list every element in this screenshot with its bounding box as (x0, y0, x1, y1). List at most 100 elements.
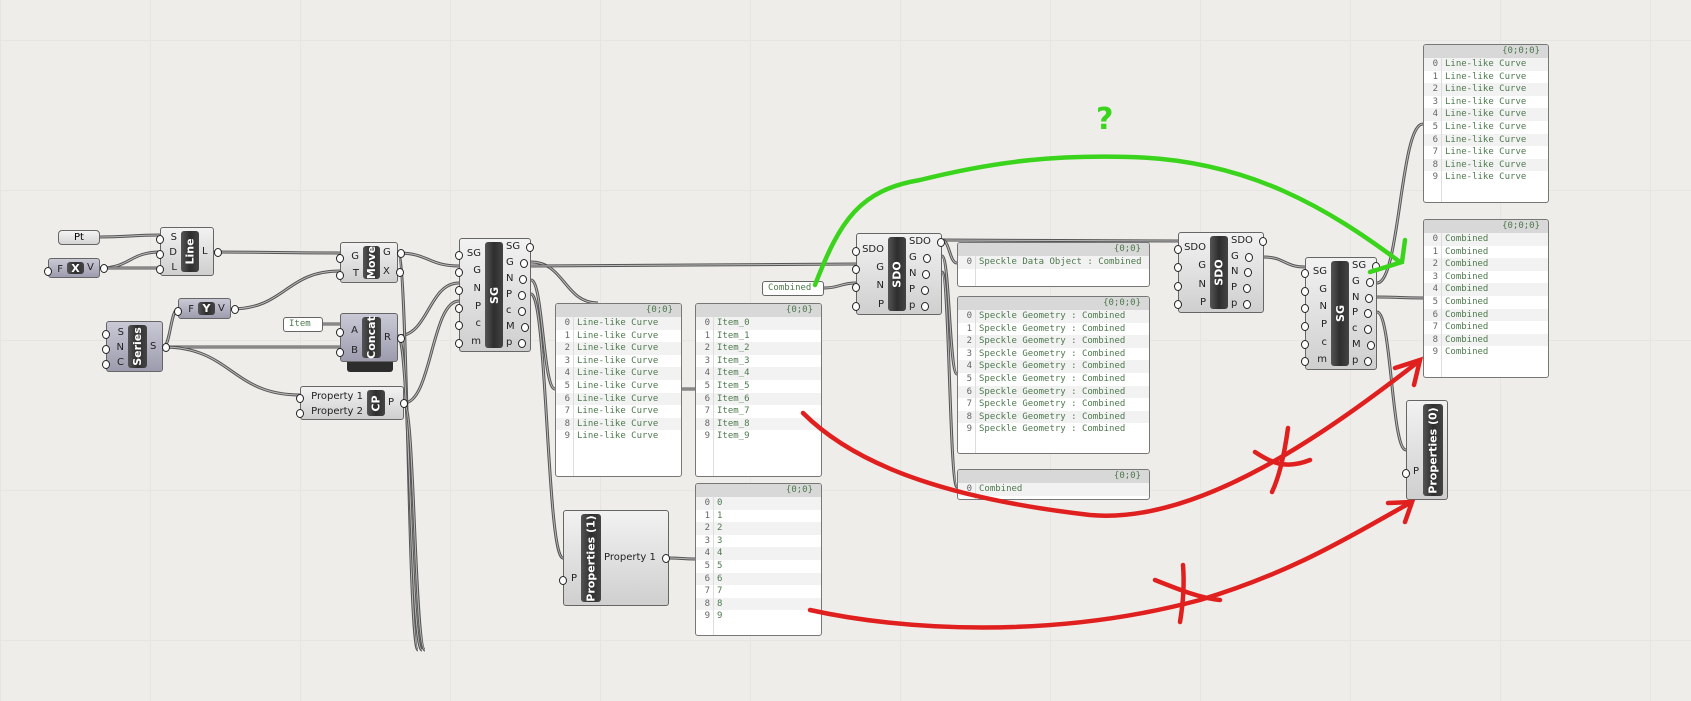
line-input-2[interactable]: L (171, 261, 177, 273)
sdo1-output-4[interactable]: p (909, 300, 931, 311)
sdo2-output-2[interactable]: N (1231, 266, 1254, 278)
input-grip-icon[interactable] (156, 249, 164, 259)
input-grip-icon[interactable] (336, 253, 344, 263)
sg1-input-3[interactable]: P (474, 300, 481, 312)
input-grip-icon[interactable] (559, 575, 567, 585)
sg2-input-5[interactable]: m (1317, 354, 1327, 366)
combined-text-panel[interactable]: Combined (762, 281, 824, 296)
sdo1-output-1[interactable]: G (909, 252, 931, 263)
sdo1-output-0[interactable]: SDO (909, 236, 945, 247)
input-grip-icon[interactable] (1174, 299, 1182, 309)
input-grip-icon[interactable] (455, 285, 463, 295)
input-grip-icon[interactable] (44, 266, 52, 276)
sg2-output-1[interactable]: G (1352, 275, 1374, 287)
props1-output-0[interactable]: Property 1 (604, 552, 670, 563)
input-grip-icon[interactable] (455, 303, 463, 313)
sg2-input-0[interactable]: SG (1312, 266, 1327, 278)
input-grip-icon[interactable] (852, 264, 860, 274)
sdo2-input-1[interactable]: G (1198, 260, 1206, 272)
input-grip-icon[interactable] (852, 301, 860, 311)
sg2-output-6[interactable]: p (1352, 354, 1374, 366)
input-grip-icon[interactable] (455, 339, 463, 349)
input-grip-icon[interactable] (102, 329, 110, 339)
input-grip-icon[interactable] (1301, 304, 1309, 314)
line-input-1[interactable]: D (169, 246, 177, 258)
input-grip-icon[interactable] (336, 328, 344, 338)
sg2-output-2[interactable]: N (1352, 291, 1375, 303)
input-grip-icon[interactable] (102, 345, 110, 355)
sdo2-input-2[interactable]: N (1198, 278, 1206, 290)
series-input-2[interactable]: C (117, 357, 124, 369)
sg2-output-5[interactable]: M (1352, 339, 1374, 351)
move-input-1[interactable]: T (352, 267, 359, 279)
sdo2-output-4[interactable]: p (1231, 298, 1253, 310)
sdo1-input-0[interactable]: SDO (862, 243, 884, 255)
sg1-input-0[interactable]: SG (466, 247, 481, 259)
sg1-input-5[interactable]: m (471, 336, 481, 348)
input-grip-icon[interactable] (174, 307, 182, 317)
input-grip-icon[interactable] (455, 268, 463, 278)
input-grip-icon[interactable] (336, 348, 344, 358)
input-grip-icon[interactable] (296, 408, 304, 418)
sdo2-output-1[interactable]: G (1231, 250, 1253, 262)
input-grip-icon[interactable] (296, 393, 304, 403)
sg2-input-2[interactable]: N (1319, 301, 1327, 313)
input-grip-icon[interactable] (1402, 468, 1410, 478)
sg1-output-5[interactable]: M (506, 321, 528, 332)
move-input-0[interactable]: G (351, 250, 359, 262)
props0-input-0[interactable]: P (1412, 465, 1419, 477)
line-output-0[interactable]: L (202, 245, 221, 257)
sdo1-input-1[interactable]: G (876, 261, 884, 273)
input-grip-icon[interactable] (1301, 322, 1309, 332)
point-param[interactable]: Pt (58, 230, 100, 245)
sdo1-output-3[interactable]: P (909, 284, 930, 295)
series-input-0[interactable]: S (117, 326, 124, 338)
concat-output-0[interactable]: R (384, 331, 405, 343)
sdo2-input-0[interactable]: SDO (1184, 242, 1206, 254)
input-grip-icon[interactable] (156, 264, 164, 274)
input-grip-icon[interactable] (102, 360, 110, 370)
x-input-0[interactable]: F (57, 263, 63, 275)
sdo2-output-3[interactable]: P (1231, 282, 1252, 294)
input-grip-icon[interactable] (852, 246, 860, 256)
sdo1-input-3[interactable]: P (877, 298, 884, 310)
move-output-1[interactable]: X (383, 266, 404, 278)
sg1-input-1[interactable]: G (473, 265, 481, 277)
sg2-output-0[interactable]: SG (1352, 259, 1381, 271)
sg2-input-4[interactable]: c (1321, 336, 1328, 348)
sg1-output-2[interactable]: N (506, 273, 529, 284)
sg1-output-4[interactable]: c (506, 305, 524, 316)
sdo1-input-2[interactable]: N (876, 280, 884, 292)
move-output-0[interactable]: G (383, 246, 405, 258)
concat-options-strip[interactable] (347, 361, 393, 372)
input-grip-icon[interactable] (455, 321, 463, 331)
sdo2-output-0[interactable]: SDO (1231, 234, 1267, 246)
sg1-output-6[interactable]: p (506, 337, 528, 348)
concat-input-0[interactable]: A (351, 325, 358, 337)
sg1-input-4[interactable]: c (475, 318, 482, 330)
y-input-0[interactable]: F (188, 304, 194, 316)
series-input-1[interactable]: N (116, 342, 124, 354)
sg2-output-4[interactable]: c (1352, 323, 1370, 335)
sg1-input-2[interactable]: N (473, 282, 481, 294)
sg1-output-1[interactable]: G (506, 257, 528, 268)
input-grip-icon[interactable] (1174, 281, 1182, 291)
sdo2-input-3[interactable]: P (1199, 296, 1206, 308)
